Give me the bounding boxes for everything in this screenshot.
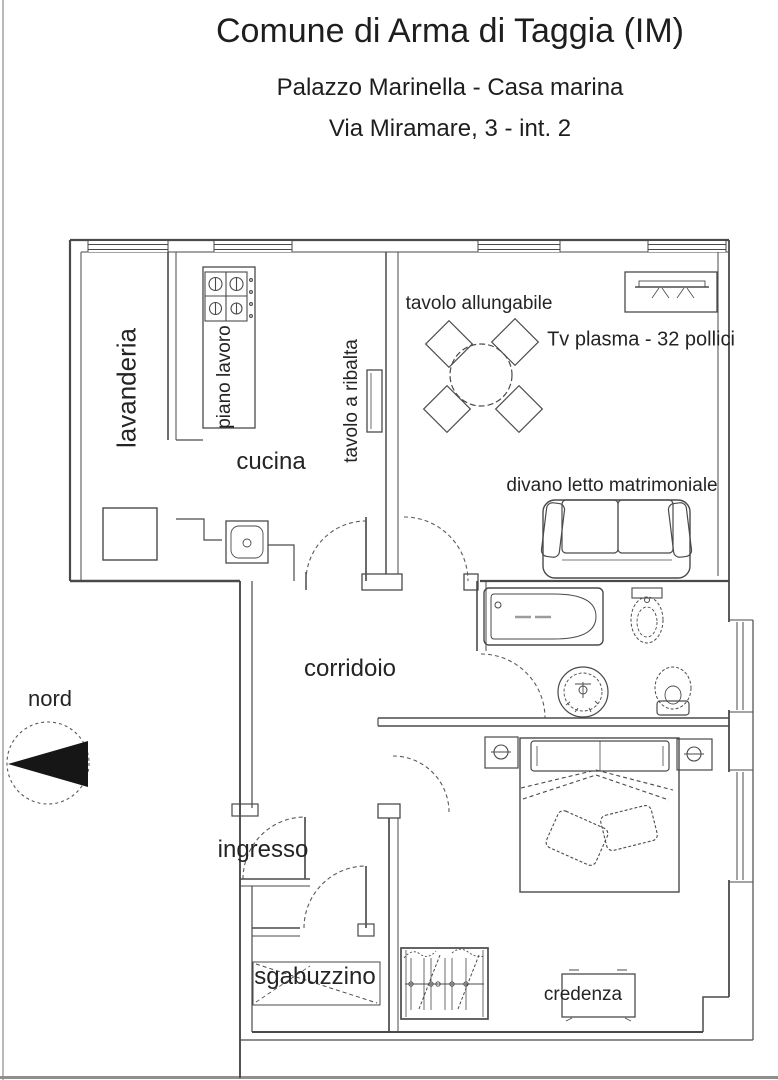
compass-label-nord: nord xyxy=(27,686,73,711)
washbasin-icon xyxy=(557,666,609,718)
chair-icon xyxy=(494,384,544,434)
room-label-ingresso: ingresso xyxy=(217,836,309,863)
bed-icon xyxy=(484,736,713,893)
page-subtitle-building: Palazzo Marinella - Casa marina xyxy=(276,74,624,101)
scan-edge-left xyxy=(2,0,4,1080)
windows xyxy=(87,240,753,883)
door-cucina xyxy=(305,517,367,582)
credenza-icon xyxy=(561,969,636,1022)
stove-icon xyxy=(204,271,253,322)
furniture-label-tv: Tv plasma - 32 pollici xyxy=(547,328,735,351)
tv-icon xyxy=(624,271,718,313)
sgabuzzino-closet xyxy=(252,961,381,1006)
door-camera xyxy=(392,755,450,813)
window-cucina xyxy=(213,240,293,252)
room-label-cucina: cucina xyxy=(236,448,306,475)
door-ingresso xyxy=(242,816,306,880)
window-camera xyxy=(724,769,753,883)
page-subtitle-address: Via Miramare, 3 - int. 2 xyxy=(328,115,572,142)
chair-icon xyxy=(422,384,472,434)
nightstand-right-icon xyxy=(676,738,713,771)
window-soggiorno-2 xyxy=(647,240,727,252)
furniture-label-piano-lavoro: piano lavoro xyxy=(214,325,235,429)
wardrobe-icon xyxy=(400,947,489,1020)
chair-icon xyxy=(490,317,540,367)
furniture-label-tavolo-a-ribalta: tavolo a ribalta xyxy=(341,339,362,463)
pillow-icon xyxy=(545,810,609,866)
washing-machine-icon xyxy=(102,507,158,561)
bathtub-icon xyxy=(483,587,604,646)
door-sgabuzzino xyxy=(303,865,367,929)
north-compass-icon xyxy=(6,721,90,805)
furniture-label-divano: divano letto matrimoniale xyxy=(506,475,718,496)
window-soggiorno-1 xyxy=(477,240,561,252)
sofa-bed-icon xyxy=(540,499,693,579)
room-label-sgabuzzino: sgabuzzino xyxy=(254,963,376,990)
toilet-icon xyxy=(654,666,692,716)
nightstand-left-icon xyxy=(484,736,519,769)
door-bagno xyxy=(480,653,546,719)
pillow-icon xyxy=(600,804,658,852)
page-title: Comune di Arma di Taggia (IM) xyxy=(215,12,684,50)
kitchen-counter-icon xyxy=(202,266,256,429)
chair-icon xyxy=(424,319,474,369)
window-bagno xyxy=(724,619,753,713)
interior-walls xyxy=(167,252,729,1032)
fold-table-icon xyxy=(366,369,383,433)
exterior-walls xyxy=(68,238,754,1078)
furniture-label-credenza: credenza xyxy=(543,984,623,1005)
bidet-icon xyxy=(630,587,664,644)
dining-table-icon xyxy=(422,317,544,434)
door-soggiorno xyxy=(403,516,469,582)
room-label-lavanderia: lavanderia xyxy=(111,328,142,448)
headboard-icon xyxy=(530,740,670,772)
doors xyxy=(242,516,546,929)
furniture-label-tavolo-allungabile: tavolo allungabile xyxy=(405,293,553,314)
kitchen-sink-icon xyxy=(225,520,269,564)
room-label-corridoio: corridoio xyxy=(303,655,397,682)
scan-edge-bottom xyxy=(0,1076,778,1079)
window-lavanderia xyxy=(87,240,169,252)
